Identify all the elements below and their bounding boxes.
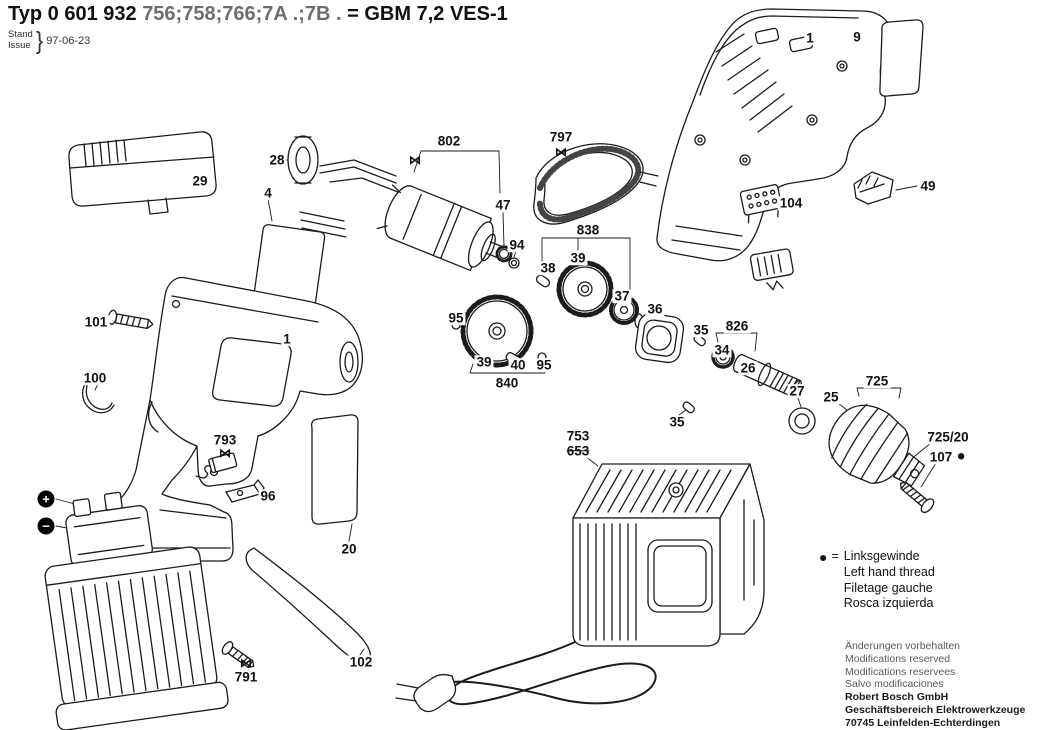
part-label-94: 94 — [507, 237, 527, 253]
part-label-802: 802 — [435, 133, 463, 149]
part-label-38: 38 — [538, 260, 558, 276]
footer-imprint: Änderungen vorbehalten Modifications res… — [845, 640, 1025, 730]
part-label-28: 28 — [267, 152, 287, 168]
power-plug — [395, 673, 457, 713]
legend-line-es: Rosca izquierda — [843, 596, 934, 611]
typ-variants: 756;758;766;7A .;7B . — [142, 3, 342, 25]
charger-753 — [572, 463, 765, 647]
part-label-725-20: 725/20 — [925, 429, 971, 445]
part-label-791: 791 — [232, 669, 260, 685]
part-label-826: 826 — [723, 318, 751, 334]
bearing-27 — [788, 407, 816, 435]
part-label-101: 101 — [82, 314, 110, 330]
issue-date-block: Stand Issue } 97-06-23 — [8, 26, 91, 55]
part-label-1: 1 — [804, 30, 816, 46]
retainer-36 — [634, 313, 685, 364]
battery-pack — [44, 491, 229, 730]
chuck-25 — [828, 403, 926, 487]
part-label-35: 35 — [667, 414, 687, 430]
foil-plate-9 — [879, 19, 924, 97]
model-name: GBM 7,2 VES-1 — [364, 3, 508, 25]
part-label-100: 100 — [81, 370, 109, 386]
part-label-49: 49 — [918, 178, 938, 194]
part-label-107: 107 — [927, 449, 955, 465]
part-label-47: 47 — [493, 197, 513, 213]
part-label-37: 37 — [612, 288, 632, 304]
legend-line-en: Left hand thread — [843, 564, 935, 579]
part-label-95: 95 — [534, 357, 554, 373]
strap-797 — [533, 143, 659, 225]
foil-label-20 — [310, 414, 359, 525]
stand-label: Stand — [8, 29, 33, 41]
motor — [376, 184, 513, 272]
part-label-20: 20 — [339, 541, 359, 557]
part-label-797: 797 — [547, 129, 575, 145]
brace-glyph: } — [35, 26, 44, 55]
gear-train — [451, 257, 644, 368]
part-label-840: 840 — [493, 375, 521, 391]
part-label-96: 96 — [258, 488, 278, 504]
company-city: 70745 Leinfelden-Echterdingen — [845, 716, 1001, 729]
part-label-753: 753 — [564, 428, 592, 444]
part-label-40: 40 — [508, 357, 528, 373]
battery-plus-icon: + — [37, 490, 55, 508]
part-label-27: 27 — [787, 383, 807, 399]
na-mark-791: ⋈ — [240, 656, 252, 670]
issue-label: Issue — [8, 40, 31, 51]
part-label-793: 793 — [211, 432, 239, 448]
part-label-39: 39 — [568, 250, 588, 266]
part-label-39: 39 — [474, 354, 494, 370]
issue-date: 97-06-23 — [46, 35, 91, 47]
company-division: Geschäftsbereich Elektrowerkzeuge — [845, 703, 1026, 716]
battery-minus-icon: − — [37, 517, 55, 535]
part-label-102: 102 — [347, 654, 375, 670]
legend-equals: = — [831, 549, 839, 563]
company-name: Robert Bosch GmbH — [845, 691, 949, 704]
na-mark-802: ⋈ — [409, 153, 421, 167]
part-label-838: 838 — [574, 222, 602, 238]
left-hand-thread-dot: ● — [956, 447, 966, 465]
typ-prefix: Typ — [8, 3, 43, 25]
part-label-25: 25 — [821, 389, 841, 405]
part-label-653: 653 — [564, 443, 592, 459]
battery-cover — [68, 131, 217, 215]
note-fr: Modifications reservees — [845, 665, 956, 678]
legend-line-fr: Filetage gauche — [843, 580, 933, 595]
part-label-725: 725 — [863, 373, 891, 389]
ring-28 — [287, 135, 319, 185]
part-label-9: 9 — [851, 29, 863, 45]
screw-107 — [900, 482, 935, 514]
contact-block-104 — [739, 184, 783, 224]
na-mark-793: ⋈ — [219, 446, 231, 460]
note-es: Salvo modificaciones — [845, 678, 944, 691]
na-mark-797: ⋈ — [555, 145, 567, 159]
part-label-104: 104 — [777, 195, 805, 211]
wire-clip-100 — [81, 379, 115, 414]
part-label-34: 34 — [712, 342, 732, 358]
power-cord — [446, 641, 657, 706]
note-en: Modifications reserved — [845, 652, 951, 665]
rear-housing — [656, 8, 892, 291]
part-label-26: 26 — [738, 360, 758, 376]
part-label-95: 95 — [446, 310, 466, 326]
typ-number: 0 601 932 — [47, 3, 137, 25]
legend-line-de: Linksgewinde — [843, 549, 920, 563]
legend-left-hand-thread: ● = Linksgewinde Left hand thread Fileta… — [819, 549, 935, 612]
screw-791 — [221, 641, 255, 668]
legend-dot-icon: ● — [819, 549, 828, 565]
carbon-brush-793 — [195, 452, 238, 479]
part-label-36: 36 — [645, 301, 665, 317]
equals-sign: = — [347, 3, 359, 25]
part-label-35: 35 — [691, 322, 711, 338]
part-label-1: 1 — [281, 331, 293, 347]
clip-49 — [853, 171, 894, 205]
part-label-29: 29 — [190, 173, 210, 189]
part-label-4: 4 — [262, 185, 274, 201]
page-title: Typ 0 601 932 756;758;766;7A .;7B . = GB… — [8, 3, 508, 26]
screw-101 — [107, 309, 154, 330]
note-de: Änderungen vorbehalten — [845, 640, 961, 652]
